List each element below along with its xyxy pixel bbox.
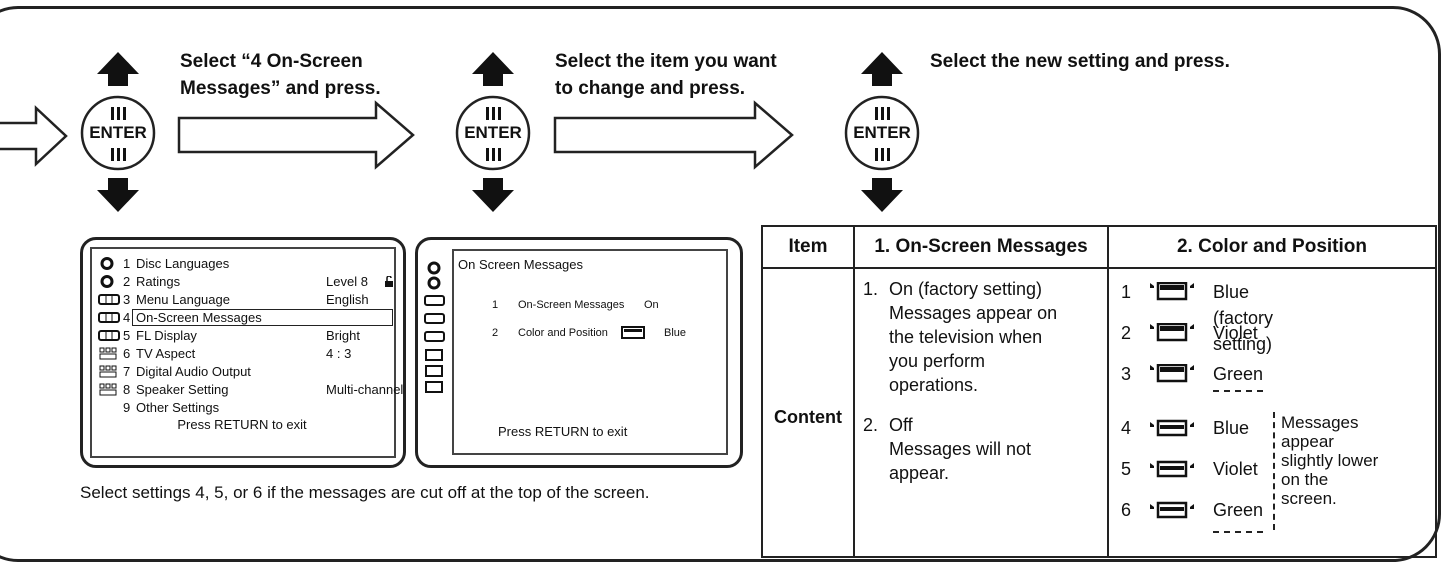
enter-button-label: ENTER — [853, 123, 911, 142]
menu-item-ratings[interactable]: 2 Ratings Level 8 — [92, 273, 393, 290]
setup-menu-panel: 1 Disc Languages 2 Ratings Level 8 3 Men… — [90, 247, 403, 458]
submenu-title: On Screen Messages — [458, 257, 584, 272]
menu-icon — [98, 330, 120, 341]
tv-position-high-icon — [1150, 364, 1194, 383]
tv-screen-on-screen-messages: On Screen Messages 1 On-Screen Messages … — [415, 237, 743, 468]
table-header-item: Item — [788, 236, 828, 257]
group-bracket-bottom — [1213, 531, 1263, 533]
enter-button-label: ENTER — [464, 123, 522, 142]
menu-icon-column — [424, 261, 445, 393]
return-hint: Press RETURN to exit — [177, 417, 307, 432]
lower-position-note: Messages appear slightly lower on the sc… — [1281, 413, 1379, 508]
enter-button-icon — [844, 52, 920, 212]
submenu-panel: On Screen Messages 1 On-Screen Messages … — [452, 249, 728, 455]
step-3-instruction: Select the new setting and press. — [930, 51, 1230, 72]
menu-item-on-screen-messages[interactable]: 4 On-Screen Messages — [92, 309, 393, 326]
speaker-grid-icon — [99, 383, 117, 396]
step-2-instruction: Select the item you want to change and p… — [555, 51, 777, 99]
menu-item-other-settings[interactable]: 9 Other Settings — [123, 400, 220, 415]
tv-screen-setup-menu: 1 Disc Languages 2 Ratings Level 8 3 Men… — [80, 237, 406, 468]
step-1-instruction: Select “4 On-Screen Messages” and press. — [180, 51, 381, 99]
outline-arrow-right-icon — [0, 105, 68, 167]
return-hint: Press RETURN to exit — [498, 424, 628, 439]
tv-position-low-icon — [1150, 460, 1194, 478]
tv-position-low-icon — [1150, 419, 1194, 437]
speaker-grid-icon — [99, 347, 117, 360]
row-label-content: Content — [774, 407, 842, 427]
enter-button-label: ENTER — [89, 123, 147, 142]
group-bracket-side — [1273, 412, 1275, 530]
tv-position-icon — [621, 326, 645, 339]
table-header-color-position: 2. Color and Position — [1176, 236, 1367, 257]
color-options: 1 Blue (factory setting) 2 Violet 3 Gree… — [1109, 227, 1435, 556]
note-text: Select settings 4, 5, or 6 if the messag… — [80, 483, 650, 502]
disc-icon — [100, 257, 114, 270]
submenu-item-on-screen-messages[interactable]: 1 On-Screen Messages On — [492, 299, 659, 311]
menu-icon — [98, 294, 120, 305]
enter-button-group[interactable]: ENTER — [842, 50, 922, 214]
tv-position-high-icon — [1150, 323, 1194, 342]
menu-item-digital-audio-output[interactable]: 7 Digital Audio Output — [92, 363, 392, 380]
outline-arrow-right-icon — [177, 100, 415, 170]
enter-button-icon — [455, 52, 531, 212]
disc-icon — [100, 275, 114, 288]
group-bracket-top — [1213, 390, 1263, 392]
outline-arrow-right-icon — [553, 100, 794, 170]
menu-item-menu-language[interactable]: 3 Menu Language English — [92, 291, 392, 308]
menu-item-fl-display[interactable]: 5 FL Display Bright — [92, 327, 392, 344]
settings-table: Item 1. On-Screen Messages 2. Color and … — [761, 225, 1437, 558]
menu-item-tv-aspect[interactable]: 6 TV Aspect 4 : 3 — [92, 345, 392, 362]
tv-position-low-icon — [1150, 501, 1194, 519]
tv-position-high-icon — [1150, 282, 1194, 301]
menu-item-speaker-setting[interactable]: 8 Speaker Setting Multi-channel — [92, 381, 403, 398]
menu-icon — [98, 312, 120, 323]
enter-button-group[interactable]: ENTER — [78, 50, 158, 214]
enter-button-group[interactable]: ENTER — [453, 50, 533, 214]
enter-button-icon — [80, 52, 156, 212]
menu-item-disc-languages[interactable]: 1 Disc Languages — [92, 255, 392, 272]
submenu-item-color-and-position[interactable]: 2 Color and Position Blue — [492, 326, 687, 339]
table-header-messages: 1. On-Screen Messages — [874, 236, 1088, 257]
unlock-icon — [385, 276, 393, 287]
page-frame — [0, 6, 1441, 562]
speaker-grid-icon — [99, 365, 117, 378]
